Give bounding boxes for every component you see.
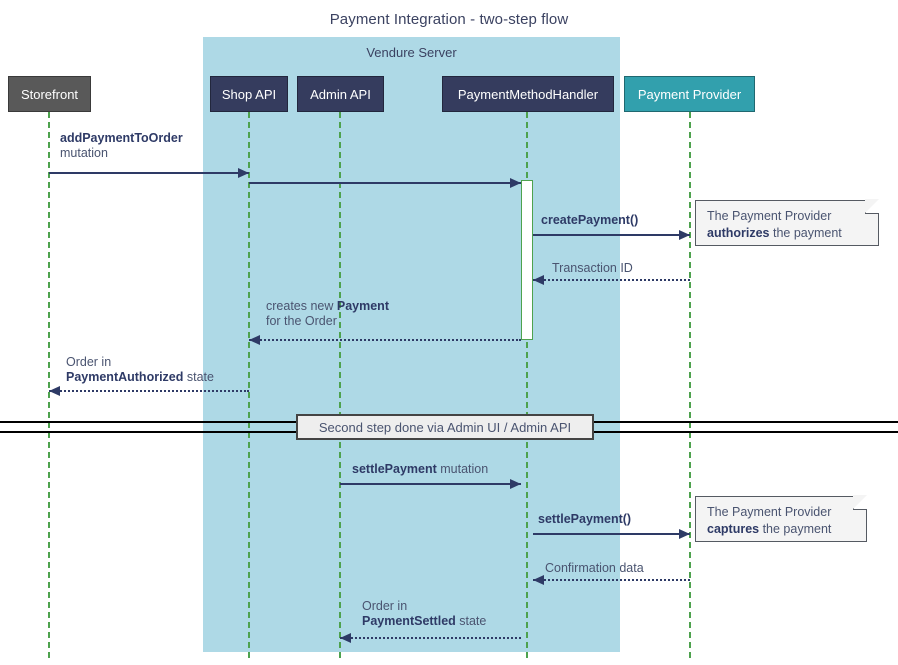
participant-admin-api[interactable]: Admin API bbox=[297, 76, 384, 112]
participant-handler[interactable]: PaymentMethodHandler bbox=[442, 76, 614, 112]
lifeline-admin-api bbox=[339, 112, 341, 658]
message-line-m1 bbox=[49, 172, 249, 174]
page-title: Payment Integration - two-step flow bbox=[329, 11, 569, 28]
arrowhead-m4 bbox=[533, 275, 544, 285]
lifeline-handler bbox=[526, 112, 528, 658]
participant-storefront[interactable]: Storefront bbox=[8, 76, 91, 112]
note-fold-corner-icon bbox=[853, 495, 867, 510]
arrowhead-m6 bbox=[49, 386, 60, 396]
message-line-m9 bbox=[533, 579, 690, 581]
arrowhead-m9 bbox=[533, 575, 544, 585]
message-line-m3 bbox=[533, 234, 690, 236]
message-line-m7 bbox=[340, 483, 521, 485]
participant-shop-api[interactable]: Shop API bbox=[210, 76, 288, 112]
arrowhead-m7 bbox=[510, 479, 521, 489]
arrowhead-m1 bbox=[238, 168, 249, 178]
lifeline-provider bbox=[689, 112, 691, 658]
participant-provider[interactable]: Payment Provider bbox=[624, 76, 755, 112]
participant-label-admin-api: Admin API bbox=[310, 86, 371, 102]
arrowhead-m8 bbox=[679, 529, 690, 539]
message-label-m3: createPayment() bbox=[541, 213, 639, 227]
message-line-m8 bbox=[533, 533, 690, 535]
participant-label-handler: PaymentMethodHandler bbox=[457, 86, 599, 102]
participant-label-provider: Payment Provider bbox=[637, 86, 742, 102]
activation-bar-handler bbox=[521, 180, 533, 340]
participant-label-storefront: Storefront bbox=[20, 86, 79, 102]
lifeline-storefront bbox=[48, 112, 50, 658]
note-fold-corner-icon bbox=[865, 199, 879, 214]
message-label-m4: Transaction ID bbox=[552, 261, 633, 275]
arrowhead-m3 bbox=[679, 230, 690, 240]
message-label-m9: Confirmation data bbox=[545, 561, 644, 575]
message-label-m7: settlePayment mutation bbox=[352, 462, 489, 476]
arrowhead-m10 bbox=[340, 633, 351, 643]
participant-label-shop-api: Shop API bbox=[221, 86, 277, 102]
message-line-m5 bbox=[249, 339, 521, 341]
divider-label-box: Second step done via Admin UI / Admin AP… bbox=[296, 414, 594, 440]
message-line-m6 bbox=[49, 390, 249, 392]
group-label-vendure-server: Vendure Server bbox=[366, 45, 457, 60]
lifeline-shop-api bbox=[248, 112, 250, 658]
arrowhead-m2 bbox=[510, 178, 521, 188]
arrowhead-m5 bbox=[249, 335, 260, 345]
message-label-m8: settlePayment() bbox=[538, 512, 632, 526]
message-line-m2 bbox=[249, 182, 521, 184]
group-box-vendure-server bbox=[203, 37, 620, 652]
message-line-m4 bbox=[533, 279, 690, 281]
message-line-m10 bbox=[340, 637, 521, 639]
